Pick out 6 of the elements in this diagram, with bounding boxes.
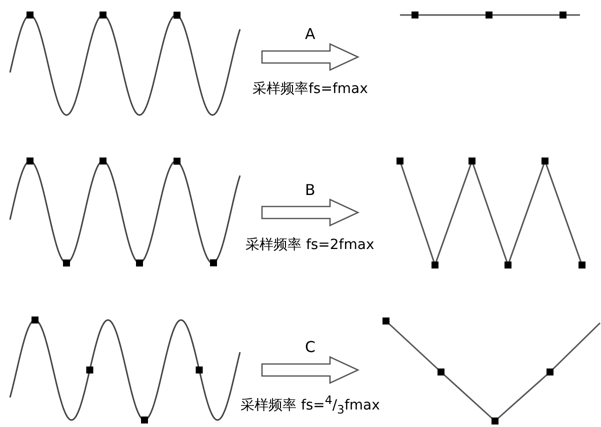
sampling-rate-text: 采样频率 fs=$^{4}$/$_{3}$fmax [240, 393, 380, 416]
hollow-arrow [261, 356, 360, 384]
sampling-rate-text: 采样频率fs=fmax [252, 80, 368, 98]
hollow-arrow [261, 198, 360, 227]
hollow-arrow [261, 42, 360, 72]
sampling-rate-text: 采样频率 fs=2fmax [246, 236, 374, 254]
